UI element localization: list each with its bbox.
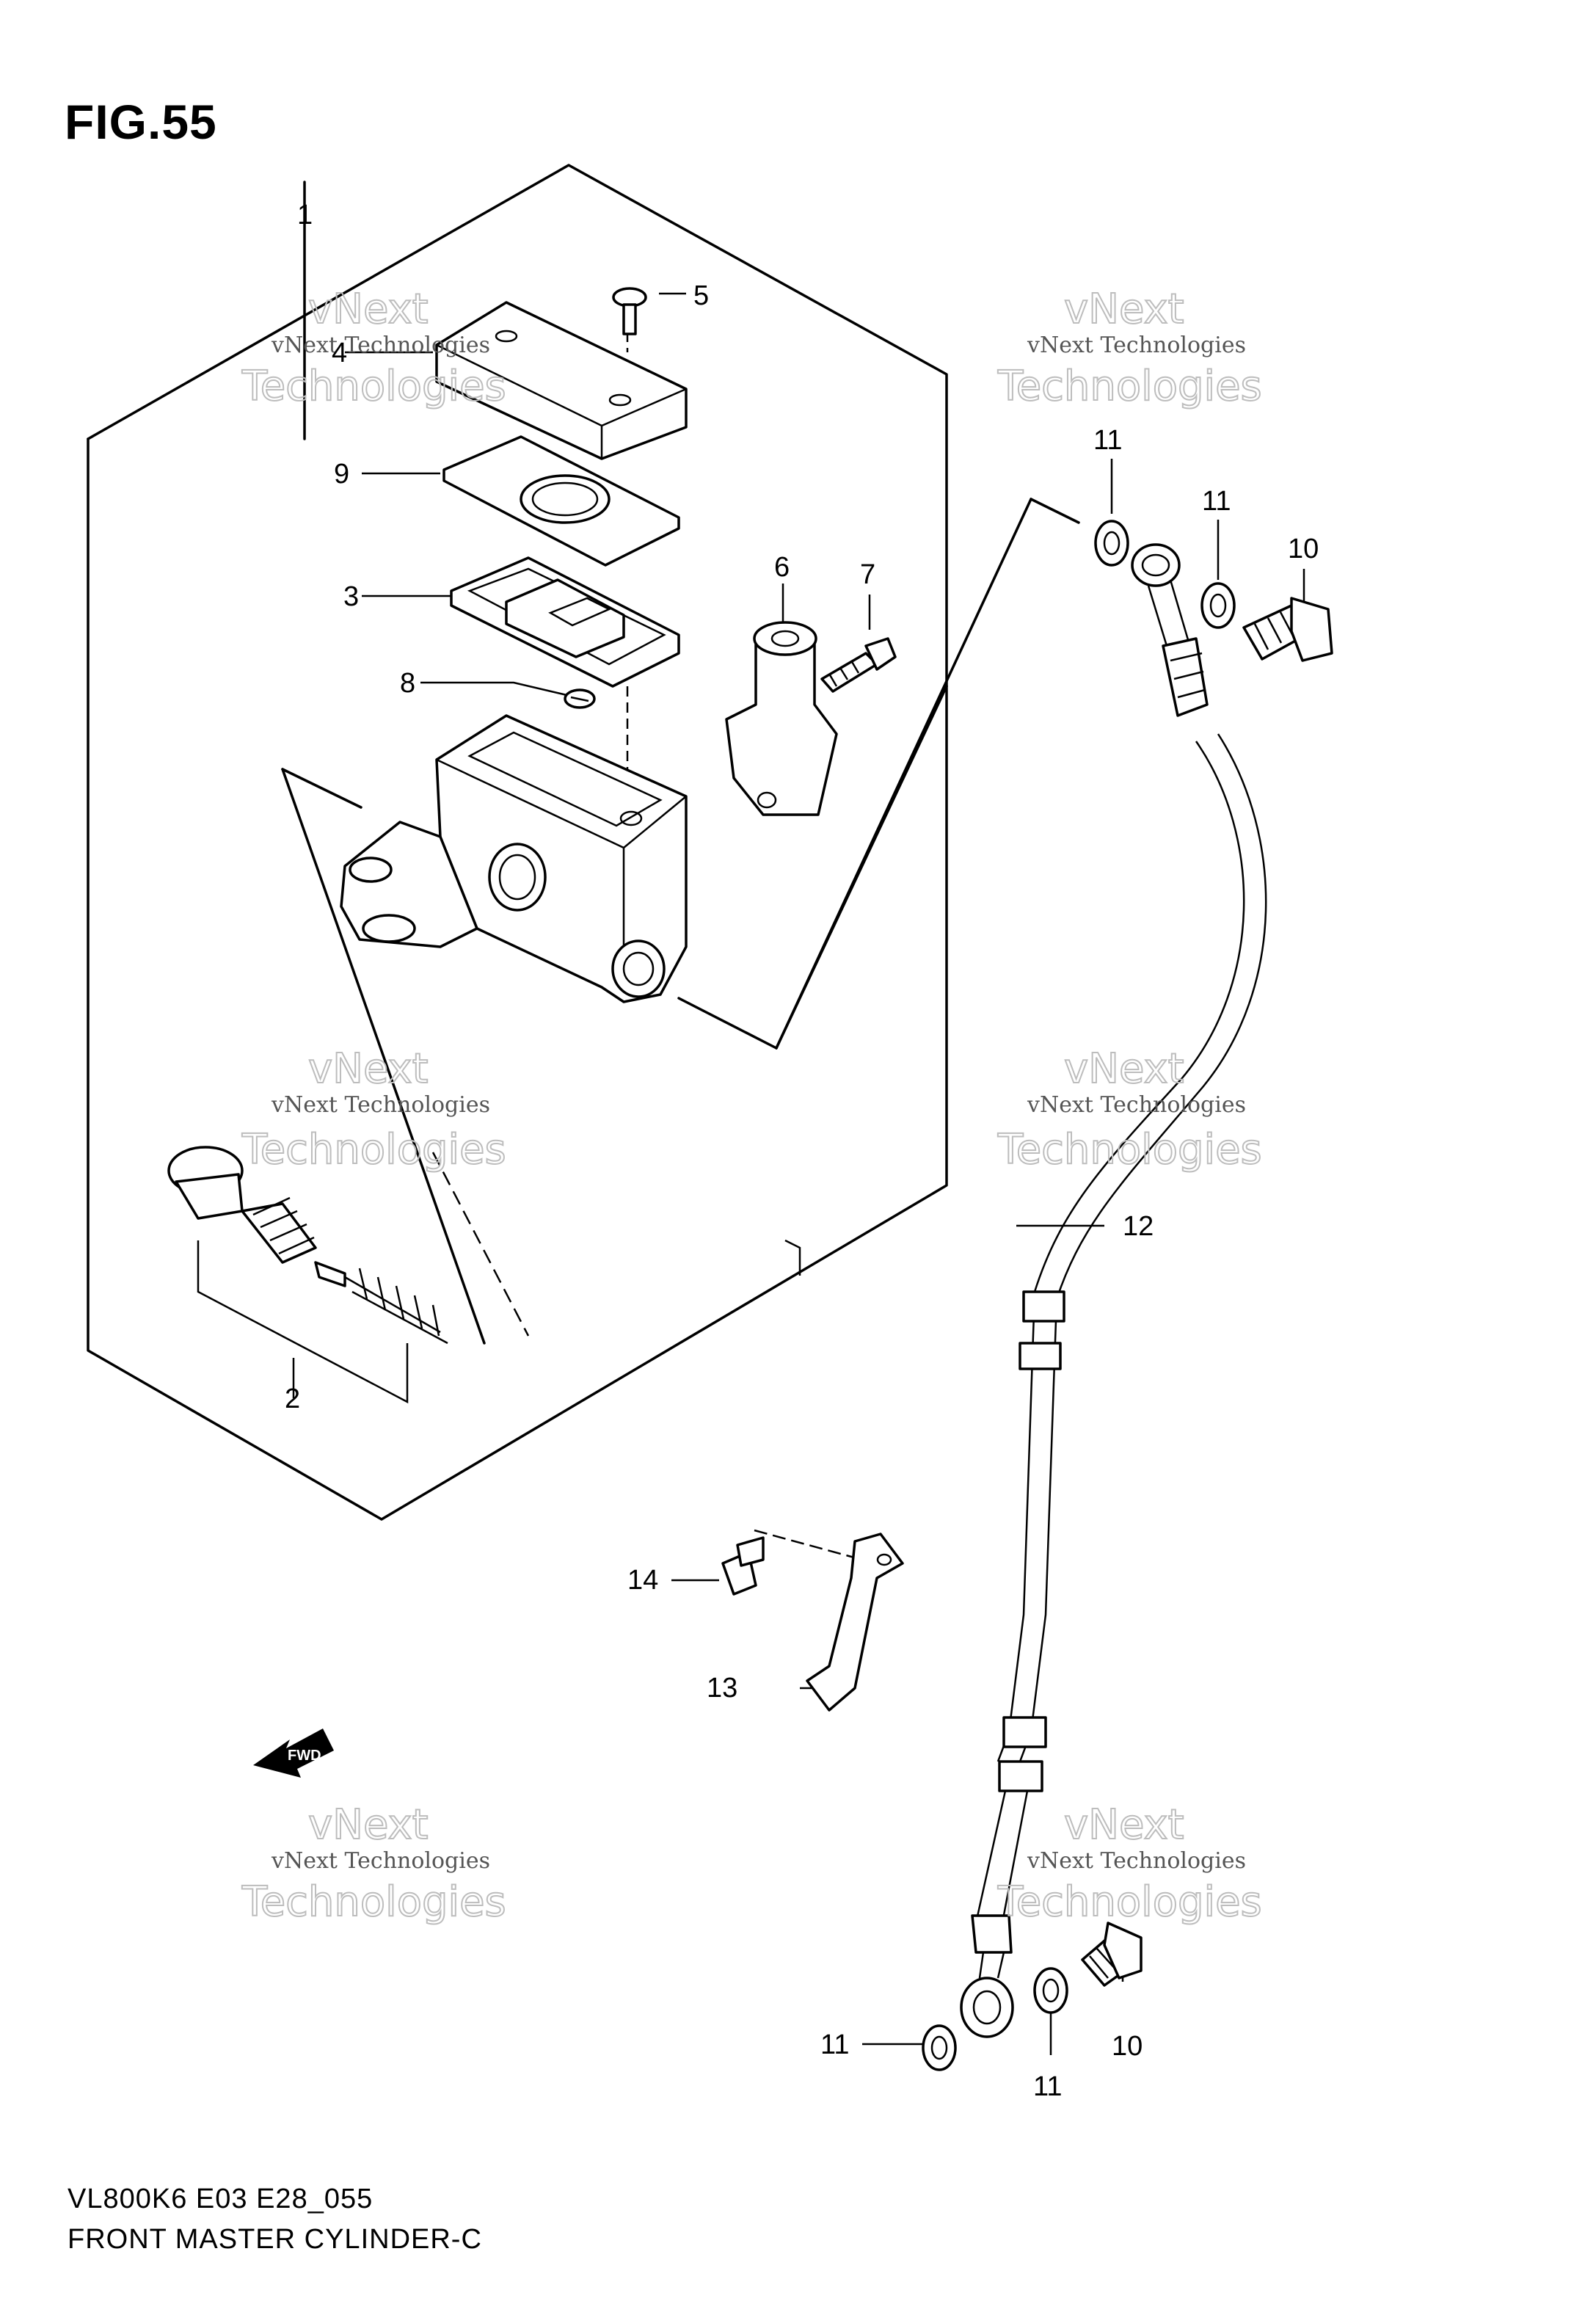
svg-text:Technologies: Technologies — [997, 1878, 1262, 1926]
svg-text:Technologies: Technologies — [997, 363, 1262, 410]
callout-labels: 1 5 4 9 3 8 6 7 11 11 10 12 2 14 13 10 1… — [285, 200, 1319, 2102]
callout-8: 8 — [400, 668, 415, 699]
callout-10-bottom: 10 — [1112, 2031, 1143, 2062]
callout-10-top: 10 — [1288, 534, 1319, 564]
fwd-label: FWD — [288, 1748, 321, 1764]
watermark-top-right: vNext Technologies vNext Technologies — [996, 285, 1263, 411]
master-cylinder-body — [340, 714, 688, 1003]
watermark-bottom-left: vNext Technologies vNext Technologies — [241, 1800, 507, 1927]
bolt-part-7 — [820, 637, 897, 693]
svg-text:vNext Technologies: vNext Technologies — [1027, 332, 1246, 358]
svg-text:Technologies: Technologies — [997, 1126, 1262, 1174]
svg-text:Technologies: Technologies — [241, 363, 506, 410]
svg-text:vNext: vNext — [308, 286, 429, 333]
callout-4: 4 — [332, 338, 347, 368]
callout-14: 14 — [627, 1565, 658, 1596]
callout-11-bottom-right: 11 — [1033, 2071, 1062, 2102]
diaphragm-plate-part-9 — [442, 435, 680, 567]
callout-13: 13 — [707, 1673, 737, 1704]
svg-text:vNext: vNext — [308, 1801, 429, 1849]
washer-part-11-bottom-left — [922, 2024, 957, 2071]
callout-5: 5 — [693, 280, 709, 311]
union-bolt-part-10-top — [1242, 597, 1333, 662]
callout-12: 12 — [1123, 1211, 1154, 1242]
callout-7: 7 — [860, 559, 875, 590]
diaphragm-part-3 — [450, 556, 680, 688]
hose-clamp-part-13 — [806, 1533, 904, 1712]
reservoir-cap-part-4 — [435, 301, 688, 460]
svg-text:vNext Technologies: vNext Technologies — [1027, 1848, 1246, 1874]
svg-text:vNext Technologies: vNext Technologies — [1027, 1092, 1246, 1118]
svg-text:vNext: vNext — [308, 1045, 429, 1093]
union-bolt-part-10-bottom — [1081, 1922, 1143, 1987]
callout-3: 3 — [343, 581, 359, 612]
callout-6: 6 — [774, 552, 790, 583]
forward-direction-arrow: FWD — [253, 1728, 334, 1778]
svg-text:vNext Technologies: vNext Technologies — [271, 1848, 490, 1874]
washer-part-11-top-left — [1094, 520, 1129, 567]
brake-hose-part-12 — [960, 543, 1267, 2038]
bolt-part-14 — [721, 1536, 765, 1596]
small-screw-part-8 — [564, 688, 596, 709]
svg-text:vNext Technologies: vNext Technologies — [271, 1092, 490, 1118]
watermark-top-left: vNext Technologies vNext Technologies — [241, 285, 507, 411]
callout-9: 9 — [334, 459, 349, 490]
lever-holder-part-6 — [725, 621, 838, 816]
callout-2: 2 — [285, 1384, 300, 1414]
callout-1: 1 — [297, 200, 313, 230]
figure-title: FIG.55 — [65, 95, 217, 149]
piston-kit-part-2 — [167, 1146, 448, 1345]
model-code: VL800K6 E03 E28_055 — [68, 2184, 374, 2214]
washer-part-11-top-right — [1200, 582, 1236, 629]
assembly-group-outline — [87, 164, 1080, 1521]
svg-text:vNext Technologies: vNext Technologies — [271, 332, 490, 358]
svg-text:Technologies: Technologies — [241, 1878, 506, 1926]
washer-part-11-bottom-right — [1033, 1967, 1068, 2014]
screw-part-5 — [612, 287, 647, 335]
watermark-middle-right: vNext Technologies vNext Technologies — [996, 1044, 1263, 1174]
section-name: FRONT MASTER CYLINDER-C — [68, 2224, 482, 2255]
callout-11-top-right: 11 — [1202, 486, 1231, 517]
watermark-middle-left: vNext Technologies vNext Technologies — [241, 1044, 507, 1174]
svg-text:vNext: vNext — [1064, 1045, 1184, 1093]
callout-11-top-left: 11 — [1093, 425, 1122, 456]
svg-text:vNext: vNext — [1064, 286, 1184, 333]
leader-lines — [197, 182, 1305, 2055]
watermark-bottom-right: vNext Technologies vNext Technologies — [996, 1800, 1263, 1927]
svg-text:vNext: vNext — [1064, 1801, 1184, 1849]
callout-11-bottom-left: 11 — [820, 2029, 849, 2060]
svg-text:Technologies: Technologies — [241, 1126, 506, 1174]
